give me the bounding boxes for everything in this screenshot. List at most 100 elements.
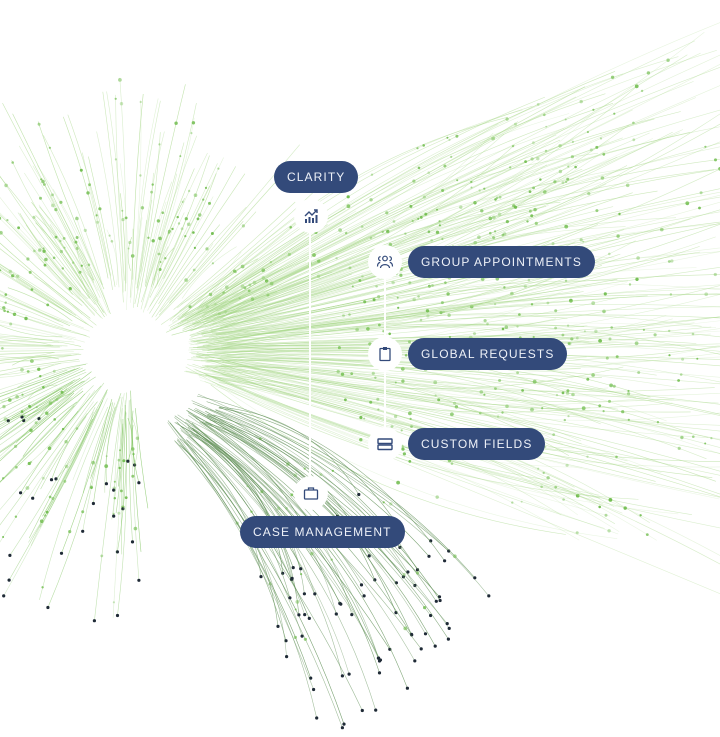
burst-dot [594,329,598,333]
burst-dot-end [419,647,423,651]
burst-line [211,132,650,316]
burst-dot [608,337,612,341]
burst-dot [376,397,380,401]
burst-dot [30,288,34,291]
burst-dot [425,309,430,313]
burst-dot [551,242,555,246]
burst-line [0,320,76,339]
burst-line [213,295,648,342]
burst-line [113,393,125,517]
burst-dot [37,367,41,371]
burst-line [203,123,720,321]
burst-dot [567,165,570,168]
burst-dot [38,248,42,252]
burst-dot [599,137,603,140]
burst-dot [625,183,630,188]
burst-line [206,401,476,578]
burst-dot [704,442,707,445]
burst-line [211,370,656,482]
burst-dot-end [334,612,338,616]
burst-dot [448,335,451,339]
burst-dot [44,257,48,262]
burst-dot [51,497,55,500]
feature-pill-custom-fields[interactable]: CUSTOM FIELDS [408,428,546,460]
burst-line [180,425,283,574]
burst-dot [450,462,454,465]
burst-line [144,201,167,285]
burst-dot [44,514,47,517]
burst-line [11,382,73,419]
burst-line [190,196,720,336]
burst-line [140,131,165,272]
burst-line [196,352,624,390]
burst-line [157,247,175,285]
burst-line [131,424,137,466]
burst-dot [645,533,649,536]
burst-line [0,248,97,326]
burst-dot [602,309,606,314]
burst-dot [483,393,486,396]
burst-line [189,372,620,532]
burst-dot [459,205,463,209]
burst-dot [0,216,2,220]
burst-dot [4,183,8,188]
burst-dot-end [429,613,433,618]
burst-dot-end [130,540,135,544]
burst-dot-end [112,514,116,518]
burst-dot-end [299,567,303,571]
burst-line [137,84,186,308]
burst-dot [540,485,543,489]
burst-line [188,283,720,345]
burst-dot [575,531,579,535]
burst-dot [470,186,473,189]
burst-dot [539,178,542,181]
burst-line [0,352,55,355]
burst-dot [41,179,45,184]
burst-line [180,251,242,305]
burst-dot-end [115,613,120,618]
burst-dot [29,460,33,464]
burst-dot [489,231,492,235]
burst-dot [51,203,55,208]
burst-line [135,98,159,285]
burst-dot-end [126,459,130,463]
burst-line [212,167,633,320]
burst-dot [571,140,575,143]
burst-dot [179,155,182,158]
burst-dot [410,425,413,428]
burst-dot [289,226,293,229]
burst-line [202,304,720,346]
burst-dot [436,208,438,211]
burst-dot [623,506,627,510]
feature-pill-clarity[interactable]: CLARITY [274,161,359,193]
feature-pill-group-appointments[interactable]: GROUP APPOINTMENTS [408,246,595,278]
burst-line [15,376,96,444]
burst-dot [346,204,351,209]
burst-dot [698,206,701,210]
burst-dot [79,168,83,172]
burst-dot [453,554,457,558]
burst-line [222,362,720,432]
burst-dot [553,180,557,184]
burst-line [212,146,720,323]
burst-line [181,246,237,299]
burst-line [9,407,96,556]
feature-pill-global-requests[interactable]: GLOBAL REQUESTS [408,338,568,370]
burst-line [17,212,98,312]
burst-line [196,267,720,341]
burst-dot [394,381,397,384]
burst-line [177,414,316,594]
burst-dot [204,186,208,189]
burst-line [0,213,96,315]
burst-line [150,168,195,288]
burst-dot-end [429,539,433,543]
burst-dot [59,239,62,243]
burst-line [0,360,81,376]
burst-line [193,368,720,529]
burst-dot-end [438,598,442,603]
burst-dot [416,147,419,150]
burst-line [0,294,71,327]
feature-pill-case-management[interactable]: CASE MANAGEMENT [240,516,405,548]
burst-line [198,285,720,344]
burst-dot [532,379,537,384]
